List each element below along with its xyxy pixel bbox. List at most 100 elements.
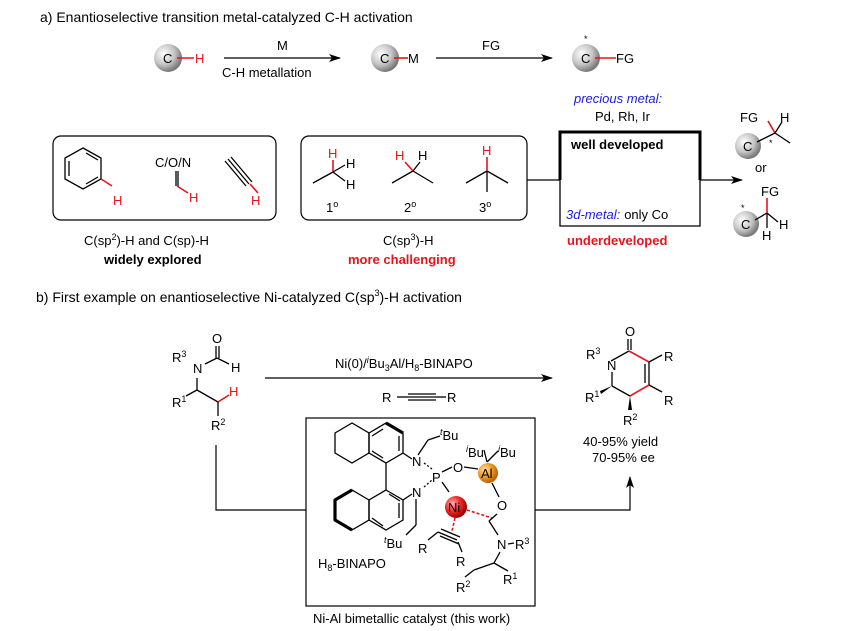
r-label: R [664,393,673,408]
part-a-title: a) Enantioselective transition metal-cat… [40,9,413,25]
arrow-bottom-label: C-H metallation [222,65,312,80]
atom-c-label: C [743,139,752,154]
metal-comparison-box [558,130,702,227]
widely-explored-label: widely explored [103,252,202,267]
atom-n-label: N [607,358,616,373]
stereocenter-star: * [584,34,588,44]
atom-h-label: H [779,217,788,232]
atom-c-label: C [163,51,172,66]
r2-label: R2 [456,579,470,595]
c-fg-product: * C FG [572,34,634,72]
r1-label: R1 [503,571,517,587]
carbon-sphere-icon [572,44,600,72]
tertiary-ch-structure: H [465,143,509,192]
arrow-top-label: M [277,38,288,53]
atom-n-label: N [412,485,421,500]
ibu-label: iBu [498,444,516,460]
part-b-title: b) First example on enantioselective Ni-… [36,288,462,305]
stereocenter-star: * [769,138,773,148]
r1-label: R1 [585,389,599,405]
r-label: R [664,349,673,364]
primary-label: 1o [326,199,338,215]
atom-c-label: C [581,51,590,66]
atom-fg-label: FG [740,110,758,125]
atom-h-label: H [195,51,204,66]
atom-h-label: H [113,193,122,208]
coordinated-alkyne: R R [418,528,465,569]
secondary-ch-structure: H H [391,148,434,184]
r3-label: R3 [172,349,186,365]
stereocenter-star: * [741,203,745,213]
well-developed-label: well developed [570,137,664,152]
atom-h-label: H [346,177,355,192]
sp2-caption: C(sp2)-H and C(sp)-H [84,232,209,248]
atom-h-label: H [328,146,337,161]
ee-label: 70-95% ee [592,450,655,465]
catalyst-box [305,417,536,607]
alkyne-structure: H [224,156,260,208]
h8-binapo-structure: N N tBu tBu P O [333,421,479,551]
secondary-label: 2o [404,199,416,215]
atom-o-label: O [625,324,635,339]
atom-h-label: H [231,360,240,375]
atom-o-label: O [497,498,507,513]
precious-metal-label: precious metal: [573,91,663,106]
3d-metal-line: 3d-metal:only Co [566,207,668,222]
atom-al-label: Al [481,466,493,481]
c-h-reactant: C H [154,44,204,72]
r2-label: R2 [211,417,225,433]
precious-metals-list: Pd, Rh, Ir [595,109,651,124]
atom-fg-label: FG [761,184,779,199]
atom-fg-label: FG [616,51,634,66]
r-label: R [447,390,456,405]
carbon-sphere-icon [735,133,761,159]
nickel-center: Ni [445,496,493,532]
lactam-product: O R R N R3 R1 R2 [585,324,673,428]
atom-ni-label: Ni [448,500,460,515]
r2-label: R2 [623,412,637,428]
arrow-top-label: FG [482,38,500,53]
r-label: R [418,541,427,556]
underdeveloped-label: underdeveloped [567,233,667,248]
aluminum-center: iBu iBu Al O [466,444,516,513]
sp3-box [300,135,528,221]
ibu-label: iBu [466,444,484,460]
atom-m-label: M [408,51,419,66]
carbon-sphere-icon [733,211,759,237]
yield-label: 40-95% yield [583,434,658,449]
atom-h-label: H [189,190,198,205]
alkyne-reagent: R R [382,390,456,405]
r3-label: R3 [586,346,600,362]
tbu-label: tBu [384,535,402,551]
atom-p-label: P [432,470,441,485]
atom-h-label: H [482,143,491,158]
atom-c-label: C [741,217,750,232]
conditions-label: Ni(0)/iBu3Al/H8-BINAPO [335,355,473,373]
catalyst-caption: Ni-Al bimetallic catalyst (this work) [313,611,510,626]
h8-binapo-label: H8-BINAPO [318,556,386,573]
atom-h-label: H [395,148,404,163]
branched-product: C FG H * [735,110,791,159]
sp2-sp-box [52,135,277,221]
carbonyl-structure: C/O/N H [155,155,198,205]
carbon-sphere-icon [154,44,182,72]
atom-h-label: H [418,148,427,163]
connector-left [215,445,306,511]
atom-n-label: N [497,537,506,552]
or-label: or [755,160,767,175]
r-label: R [456,554,465,569]
more-challenging-label: more challenging [348,252,456,267]
atom-c-label: C [380,51,389,66]
coordinated-amide: N R3 R1 R2 [456,513,529,595]
atom-h-label: H [780,110,789,125]
tbu-label: tBu [440,427,458,443]
atom-h-label: H [346,156,355,171]
atom-h-label: H [251,193,260,208]
connector-right [535,476,634,511]
atom-h-label: H [229,384,238,399]
primary-ch-structure: H H H [312,146,355,192]
atom-o-label: O [453,460,463,475]
atom-n-label: N [412,454,421,469]
nickel-sphere-icon [445,496,467,518]
